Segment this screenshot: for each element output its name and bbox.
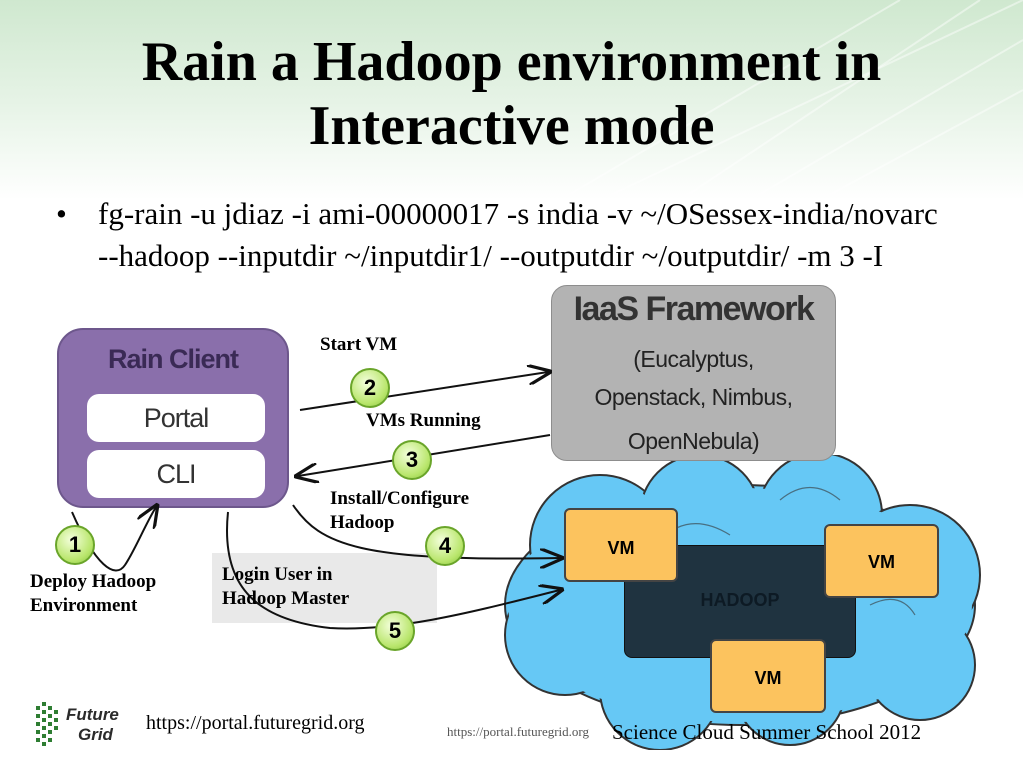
hadoop-label: HADOOP — [700, 590, 780, 610]
label-install-configure: Install/Configure Hadoop — [330, 487, 469, 535]
iaas-platform-line-2: Openstack, Nimbus, — [594, 384, 793, 410]
footer-url-small: https://portal.futuregrid.org — [447, 724, 590, 739]
command-text: fg-rain -u jdiaz -i ami-00000017 -s indi… — [98, 196, 938, 273]
header-background — [0, 0, 1023, 200]
portal-box: Portal — [87, 394, 265, 442]
futuregrid-logo: Future Grid — [30, 694, 135, 758]
label-install-configure-line-1: Install/Configure — [330, 488, 470, 509]
vm-label-1: VM — [607, 538, 635, 558]
label-deploy-hadoop-line-1: Deploy Hadoop — [30, 571, 157, 592]
iaas-platform-line-1: (Eucalyptus, — [633, 346, 754, 372]
title-line-2: Interactive mode — [308, 95, 715, 157]
iaas-platform-line-3: OpenNebula) — [627, 428, 760, 454]
step-badge-2: 2 — [350, 368, 390, 408]
title-line-1: Rain a Hadoop environment in — [141, 31, 882, 93]
iaas-title: IaaS Framework — [573, 290, 815, 328]
label-deploy-hadoop-line-2: Environment — [30, 595, 138, 616]
step-badge-3: 3 — [392, 440, 432, 480]
bullet-marker: • — [56, 196, 67, 231]
arrow-start-vm — [299, 372, 548, 411]
footer-url: https://portal.futuregrid.org — [146, 712, 365, 734]
label-login-user: Login User in Hadoop Master — [222, 563, 349, 611]
label-login-user-line-2: Hadoop Master — [222, 588, 350, 609]
vm-box-3: VM — [710, 639, 826, 713]
iaas-framework-box: IaaS Framework (Eucalyptus, Openstack, N… — [551, 285, 836, 461]
futuregrid-logo-graphic: Future Grid — [36, 702, 119, 746]
rain-client-title: Rain Client — [107, 344, 239, 374]
vm-label-3: VM — [754, 668, 782, 688]
step-badge-5: 5 — [375, 611, 415, 651]
label-start-vm: Start VM — [320, 334, 398, 355]
slide-title: Rain a Hadoop environment in Interactive… — [0, 30, 1023, 158]
step-badge-1: 1 — [55, 525, 95, 565]
vm-box-1: VM — [564, 508, 678, 582]
arrow-login-user — [226, 511, 560, 630]
label-deploy-hadoop: Deploy Hadoop Environment — [30, 570, 156, 618]
label-login-user-line-1: Login User in — [222, 564, 333, 585]
iaas-platforms: (Eucalyptus, Openstack, Nimbus, OpenNebu… — [552, 340, 835, 460]
logo-text-grid: Grid — [78, 725, 114, 744]
label-install-configure-line-2: Hadoop — [330, 512, 395, 533]
label-vms-running: VMs Running — [366, 410, 481, 431]
header-light-rays — [559, 0, 1023, 200]
step-badge-4: 4 — [425, 526, 465, 566]
vm-label-2: VM — [868, 552, 895, 572]
vm-box-2: VM — [824, 524, 939, 598]
footer-event: Science Cloud Summer School 2012 — [612, 720, 922, 744]
logo-text-future: Future — [66, 705, 119, 724]
cli-box: CLI — [87, 450, 265, 498]
arrow-install-configure — [292, 504, 560, 559]
rain-client-box: Rain Client Portal CLI — [57, 328, 289, 508]
